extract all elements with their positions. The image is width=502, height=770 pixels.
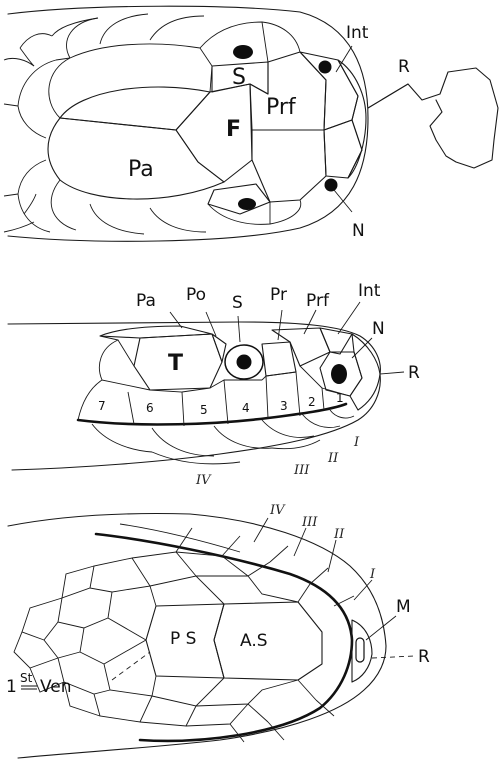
- ventral-view: IV III II I M R P S A.S 1 St Ven: [6, 503, 430, 758]
- parietal-scale-right: [60, 87, 210, 130]
- lateral-pupil: [237, 355, 252, 370]
- internasal-scale-bottom: [324, 120, 362, 178]
- dorsal-eye-bottom: [238, 198, 256, 210]
- lateral-internasal-scale: [320, 328, 352, 354]
- lateral-label-po: Po: [186, 285, 206, 305]
- ventral-label-ven-number: 1: [6, 677, 17, 697]
- mental-groove: [356, 638, 364, 662]
- lateral-mouth-line: [78, 404, 346, 424]
- lateral-s-leader: [238, 316, 240, 342]
- dorsal-view: Int R S Prf F Pa N: [4, 6, 498, 241]
- ventral-iii-leader: [294, 528, 306, 556]
- supralabial-number-1: 1: [336, 391, 344, 405]
- lateral-infralabial-iv: IV: [195, 473, 212, 488]
- ventral-label-iii: III: [301, 515, 318, 530]
- supralabial-number-3: 3: [280, 399, 288, 413]
- lateral-prf-leader: [304, 310, 316, 334]
- lateral-label-r: R: [408, 363, 420, 383]
- supralabial-number-6: 6: [146, 401, 154, 415]
- ventral-label-as: A.S: [240, 631, 268, 651]
- lateral-label-s: S: [232, 293, 243, 313]
- ventral-body-bottom: [18, 646, 386, 758]
- ventral-label-r: R: [418, 647, 430, 667]
- preocular-scale: [262, 342, 296, 376]
- lateral-label-pa: Pa: [136, 291, 156, 311]
- supralabial-number-7: 7: [98, 399, 106, 413]
- lateral-nostril: [331, 364, 347, 384]
- dorsal-head-outline: [8, 6, 368, 241]
- ventral-ii-leader: [328, 540, 336, 572]
- lateral-label-n: N: [372, 319, 385, 339]
- lateral-parietal-scale: [100, 326, 212, 338]
- lateral-prefrontal-scale: [272, 328, 330, 366]
- ventral-label-ii: II: [333, 527, 345, 542]
- dorsal-label-prf: Prf: [266, 95, 297, 120]
- dorsal-eye-top: [233, 45, 253, 59]
- ventral-throat-scales: [14, 552, 316, 726]
- anterior-chin-shield: [214, 602, 322, 680]
- dorsal-nostril-top: [319, 61, 332, 74]
- dorsal-label-s: S: [232, 65, 246, 90]
- dorsal-label-r: R: [398, 57, 410, 77]
- ventral-label-ps: P S: [170, 629, 196, 649]
- dorsal-label-pa: Pa: [128, 157, 154, 182]
- dorsal-int-leader: [336, 46, 352, 72]
- ventral-mandible-line: [96, 534, 352, 741]
- supraocular-scale-bottom: [208, 184, 270, 214]
- lateral-int-leader: [338, 302, 360, 334]
- ventral-label-m: M: [396, 597, 411, 617]
- lateral-infralabial-iii: III: [293, 463, 310, 478]
- ventral-label-i: I: [369, 567, 376, 582]
- ventral-m-leader: [366, 616, 396, 640]
- ventral-iv-leader: [254, 518, 268, 542]
- lateral-r-leader: [380, 372, 404, 374]
- lateral-infralabial-i: I: [353, 435, 360, 450]
- ventral-label-iv: IV: [269, 503, 286, 518]
- lateral-label-t: T: [168, 351, 183, 376]
- lateral-infralabial-ii: II: [327, 451, 339, 466]
- ventral-label-ven: Ven: [40, 677, 72, 697]
- mental-scale: [352, 620, 372, 682]
- dorsal-rostral-section: [368, 68, 498, 168]
- ventral-r-leader: [372, 656, 414, 658]
- dorsal-label-f: F: [226, 117, 241, 142]
- supralabial-number-5: 5: [200, 403, 208, 417]
- ventral-label-ven-sup: St: [20, 671, 33, 685]
- supralabial-number-4: 4: [242, 401, 250, 415]
- lateral-view: Pa Po S Pr Prf Int N R T 7 6 5 4 3 2 1 I…: [8, 281, 420, 488]
- supralabial-number-2: 2: [308, 395, 316, 409]
- dorsal-label-n: N: [352, 221, 365, 241]
- infralabial-scales: [92, 410, 354, 464]
- dorsal-body-scales: [4, 14, 301, 234]
- dorsal-nostril-bottom: [325, 179, 338, 192]
- lateral-label-int: Int: [358, 281, 381, 301]
- lateral-label-pr: Pr: [270, 285, 287, 305]
- lateral-label-prf: Prf: [306, 291, 330, 311]
- prefrontal-scale-lower: [252, 130, 326, 202]
- dorsal-r-leader: [368, 84, 408, 108]
- dorsal-label-int: Int: [346, 23, 369, 43]
- postocular-scale: [212, 334, 226, 362]
- rostral-scale-dorsal: [338, 60, 366, 178]
